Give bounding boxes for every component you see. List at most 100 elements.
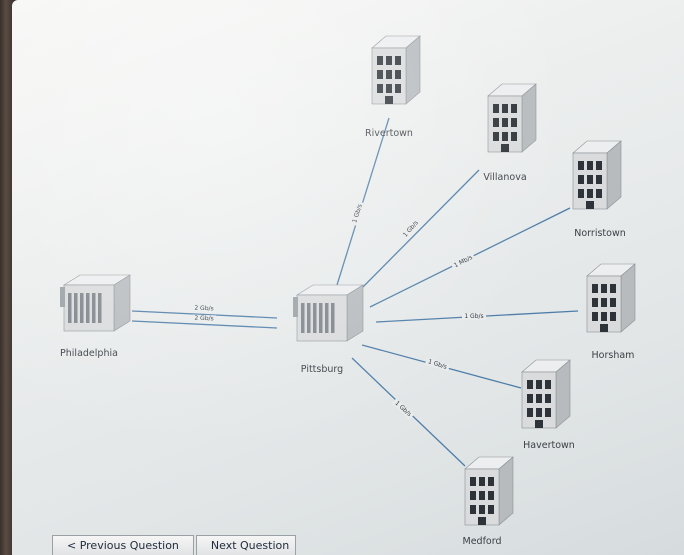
- building-window: [601, 312, 607, 321]
- datacenter-building-icon: [293, 284, 365, 342]
- exam-screen: 2 Gb/s 2 Gb/s 1 Gb/s 1 Gb/s 1 Mb/s 1 Gb/s 1 Gb…: [12, 0, 684, 555]
- building-window: [395, 70, 401, 79]
- building-window: [511, 132, 517, 141]
- link-label-background: [451, 253, 476, 271]
- building-column: [307, 303, 311, 333]
- building-window: [578, 161, 584, 170]
- link-bandwidth-label: 1 Gb/s: [351, 203, 364, 224]
- nodes-layer: PhiladelphiaPittsburgRivertownVillanovaN…: [60, 35, 636, 547]
- node-pittsburg: Pittsburg: [293, 284, 365, 375]
- building-door: [478, 517, 486, 525]
- network-diagram: 2 Gb/s 2 Gb/s 1 Gb/s 1 Gb/s 1 Mb/s 1 Gb/s 1 Gb…: [60, 35, 636, 547]
- node-norristown: Norristown: [572, 140, 626, 239]
- link-bandwidth-label: 2 Gb/s: [194, 315, 214, 323]
- building-window: [592, 284, 598, 293]
- office-building-icon: [521, 359, 571, 429]
- building-window: [536, 380, 542, 389]
- building-window: [377, 84, 383, 93]
- building-door: [501, 144, 509, 152]
- node-horsham: Horsham: [586, 263, 636, 361]
- building-window: [377, 70, 383, 79]
- building-window: [488, 477, 494, 486]
- building-annex: [293, 297, 298, 317]
- building-window: [470, 505, 476, 514]
- office-building-icon: [586, 263, 636, 333]
- building-column: [325, 303, 329, 333]
- link-bandwidth-label: 1 Gb/s: [402, 219, 420, 238]
- question-navigation: < Previous Question Next Question: [52, 533, 452, 555]
- building-column: [68, 293, 72, 323]
- building-window: [488, 491, 494, 500]
- building-door: [586, 201, 594, 209]
- building-window: [592, 312, 598, 321]
- link-bandwidth-label: 1 Gb/s: [393, 400, 412, 418]
- office-building-icon: [487, 83, 537, 153]
- building-door: [535, 420, 543, 428]
- link-label-background: [391, 398, 415, 420]
- building-window: [610, 312, 616, 321]
- building-window: [536, 394, 542, 403]
- node-label-medford: Medford: [463, 536, 502, 547]
- node-havertown: Havertown: [521, 359, 575, 451]
- building-side: [113, 274, 131, 332]
- building-window: [545, 408, 551, 417]
- building-window: [545, 394, 551, 403]
- node-rivertown: Rivertown: [365, 35, 421, 139]
- building-window: [601, 284, 607, 293]
- node-label-norristown: Norristown: [574, 228, 625, 239]
- building-window: [511, 118, 517, 127]
- building-side: [521, 83, 537, 153]
- building-column: [331, 303, 335, 333]
- node-label-pittsburg: Pittsburg: [301, 364, 343, 375]
- building-column: [80, 293, 84, 323]
- link-bandwidth-label: 1 Gb/s: [464, 313, 483, 320]
- building-window: [502, 118, 508, 127]
- next-question-button[interactable]: Next Question: [195, 535, 296, 555]
- building-window: [470, 491, 476, 500]
- link-label-background: [350, 201, 365, 227]
- building-window: [601, 298, 607, 307]
- building-window: [395, 84, 401, 93]
- building-window: [386, 70, 392, 79]
- link-line-philadelphia-pittsburg-1: [131, 320, 278, 329]
- building-column: [86, 293, 90, 323]
- building-window: [493, 104, 499, 113]
- node-medford: Medford: [463, 456, 514, 547]
- link-line-philadelphia-pittsburg-0: [131, 310, 278, 319]
- link-line-pittsburg-villanova-3: [354, 169, 480, 296]
- link-bandwidth-label: 1 Mb/s: [453, 254, 474, 269]
- building-window: [502, 104, 508, 113]
- building-window: [479, 477, 485, 486]
- building-side: [498, 456, 514, 526]
- building-window: [578, 189, 584, 198]
- link-bandwidth-label: 2 Gb/s: [194, 305, 214, 313]
- building-window: [596, 161, 602, 170]
- building-column: [313, 303, 317, 333]
- building-window: [596, 189, 602, 198]
- building-column: [319, 303, 323, 333]
- node-label-rivertown: Rivertown: [365, 128, 413, 139]
- building-door: [600, 324, 608, 332]
- node-villanova: Villanova: [483, 83, 537, 183]
- node-label-horsham: Horsham: [592, 350, 635, 361]
- link-label-background: [424, 357, 450, 372]
- link-bandwidth-label: 1 Gb/s: [427, 358, 448, 371]
- building-window: [587, 161, 593, 170]
- building-window: [610, 298, 616, 307]
- office-building-icon: [464, 456, 514, 526]
- building-window: [493, 118, 499, 127]
- building-column: [92, 293, 96, 323]
- building-side: [346, 284, 364, 342]
- building-window: [479, 505, 485, 514]
- building-window: [527, 408, 533, 417]
- building-window: [592, 298, 598, 307]
- link-label-background: [191, 304, 217, 313]
- building-door: [385, 96, 393, 104]
- building-window: [578, 175, 584, 184]
- building-window: [479, 491, 485, 500]
- node-label-havertown: Havertown: [523, 440, 575, 451]
- building-window: [470, 477, 476, 486]
- building-window: [610, 284, 616, 293]
- previous-question-button[interactable]: < Previous Question: [52, 535, 194, 555]
- building-side: [555, 359, 571, 429]
